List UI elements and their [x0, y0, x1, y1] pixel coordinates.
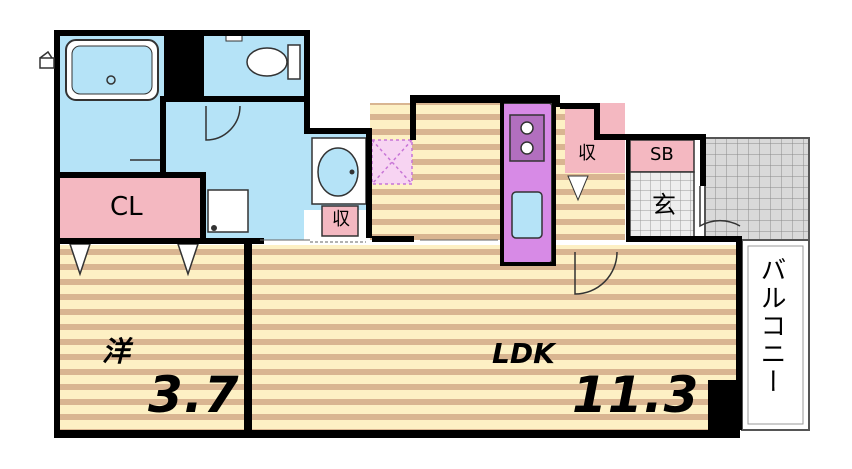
intercom-icon — [39, 50, 55, 69]
bathtub — [65, 39, 159, 101]
balcony-label: バルコニー — [756, 256, 786, 396]
shoebox-label: SB — [650, 144, 674, 165]
flooring — [58, 103, 737, 430]
ldk-area: 11.3 — [572, 366, 700, 424]
western-room-label: 洋 — [102, 335, 131, 368]
storage-top-label: 収 — [578, 143, 596, 164]
doors — [130, 105, 741, 295]
shoebox — [629, 139, 695, 173]
closet-label: CL — [110, 192, 143, 222]
kitchen — [501, 102, 553, 264]
entrance-label: 玄 — [652, 191, 676, 219]
fridge-space — [371, 139, 413, 185]
toilet — [225, 32, 301, 80]
washing-machine — [207, 189, 249, 233]
wash-basin — [311, 137, 367, 205]
walls — [54, 30, 742, 438]
storage-wash — [321, 205, 359, 237]
storage-wash-label: 収 — [332, 209, 350, 230]
ldk-label: LDK — [492, 337, 555, 370]
sliding-door-rails — [260, 239, 498, 243]
balcony — [704, 137, 810, 431]
western-room-area: 3.7 — [148, 366, 240, 424]
entrance-floor — [629, 171, 695, 239]
